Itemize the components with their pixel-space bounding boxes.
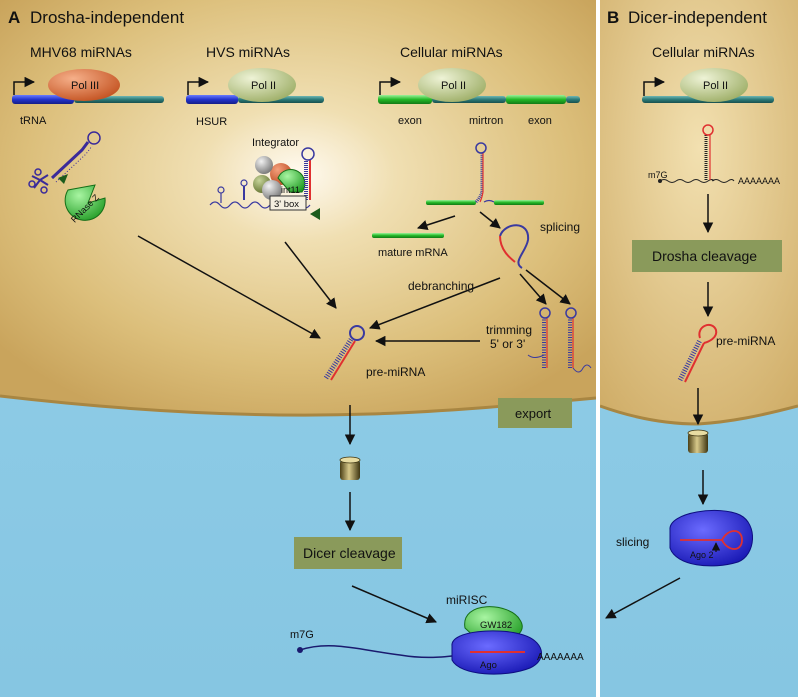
slicing-label: slicing [616, 535, 649, 549]
integrator-label: Integrator [252, 137, 299, 149]
polya-label-b: AAAAAAA [738, 176, 780, 186]
ago-label: Ago [480, 660, 497, 671]
mhv68-gene [12, 76, 164, 104]
ago2-blob [669, 509, 753, 567]
cap-dot-a [297, 647, 303, 653]
pre-mirna-hairpin-b [677, 323, 718, 383]
nuclear-pore-b [687, 429, 709, 453]
panel-a-letter: A [8, 8, 20, 27]
pre-mrna-splicing [426, 142, 544, 205]
mirtron-label: mirtron [469, 115, 503, 127]
exon-left-label: exon [398, 115, 422, 127]
3-box [269, 195, 307, 211]
pol-ii-blob-cellular [418, 68, 486, 102]
pre-mirna-hairpin-a [323, 325, 365, 381]
polya-label-a: AAAAAAA [537, 652, 584, 663]
dicer-cleavage-box [294, 537, 402, 569]
panel-divider [596, 0, 600, 697]
integrator-complex: int11 [253, 156, 306, 200]
pre-mirna-label-b: pre-miRNA [716, 334, 775, 348]
3-box-label: 3' box [274, 199, 299, 210]
mature-mrna-bar [372, 233, 444, 238]
pol-ii-blob-b [680, 68, 748, 102]
trimming-hairpins [527, 307, 592, 373]
drosha-cleavage-box [632, 240, 782, 272]
cap-label-a: m7G [290, 629, 314, 641]
pol-iii-label: Pol III [71, 80, 99, 92]
mature-mrna-label: mature mRNA [378, 247, 448, 259]
pol-ii-label-cellular: Pol II [441, 80, 466, 92]
panel-a-arrows [137, 211, 571, 624]
pol-ii-label-b: Pol II [703, 80, 728, 92]
panel-b-title: Dicer-independent [628, 8, 767, 27]
cellular-title-b: Cellular miRNAs [652, 44, 755, 60]
lariat [499, 224, 530, 269]
rnase-z-enzyme [64, 184, 106, 221]
cap-label-b: m7G [648, 170, 668, 180]
hsur-hairpins [217, 147, 315, 203]
panel-b-letter: B [607, 8, 619, 27]
export-box [498, 398, 572, 428]
debranching-label: debranching [408, 279, 474, 293]
mirisc-label: miRISC [446, 593, 488, 607]
panel-b-arrows [605, 194, 714, 619]
pre-mirna-label-a: pre-miRNA [366, 365, 425, 379]
export-label: export [515, 406, 552, 421]
dicer-cleavage-label: Dicer cleavage [303, 545, 396, 561]
mhv68-title: MHV68 miRNAs [30, 44, 132, 60]
cellular-title-a: Cellular miRNAs [400, 44, 503, 60]
splicing-label: splicing [540, 220, 580, 234]
cleavage-marker-hvs [310, 208, 320, 220]
trimming-label: trimming [486, 323, 532, 337]
trimming-direction-label: 5' or 3' [490, 337, 525, 351]
exon-right-label: exon [528, 115, 552, 127]
trna-label: tRNA [20, 115, 47, 127]
ago2-label: Ago 2 [690, 550, 714, 560]
panel-b-background [599, 0, 798, 697]
pol-ii-label-hvs: Pol II [251, 80, 276, 92]
hvs-title: HVS miRNAs [206, 44, 290, 60]
gw182-label: GW182 [480, 620, 512, 631]
target-mrna [299, 645, 471, 659]
pol-iii-blob [48, 69, 120, 101]
int11-label: int11 [281, 185, 300, 195]
panel-a-title: Drosha-independent [30, 8, 184, 27]
drosha-cleavage-label: Drosha cleavage [652, 248, 757, 264]
nuclear-pore-a [339, 456, 361, 480]
cleavage-marker [58, 174, 68, 184]
trna-hairpin [28, 131, 101, 194]
pri-mirna-b [658, 124, 735, 183]
pol-ii-blob-hvs [228, 68, 296, 102]
hsur-label: HSUR [196, 116, 227, 128]
